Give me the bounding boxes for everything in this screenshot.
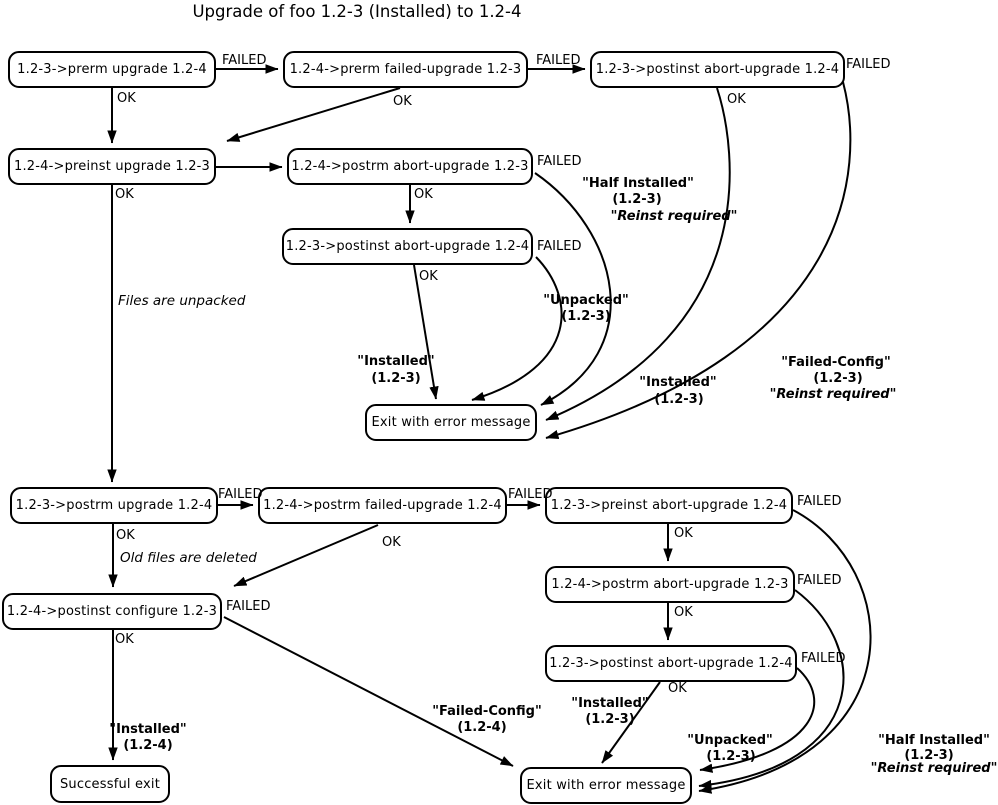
state-failed-config-top: "Failed-Config" — [781, 355, 891, 370]
edge-label-failed: FAILED — [537, 239, 582, 254]
node-preinst-abort-upgrade: 1.2-3->preinst abort-upgrade 1.2-4 — [545, 487, 793, 524]
diagram-title: Upgrade of foo 1.2-3 (Installed) to 1.2-… — [192, 2, 522, 21]
node-exit-error-bottom: Exit with error message — [520, 767, 692, 804]
edge-label-ok: OK — [116, 528, 135, 543]
edge-label-failed: FAILED — [797, 573, 842, 588]
edge-label-failed: FAILED — [218, 487, 263, 502]
state-installed-mid: "Installed" — [357, 354, 435, 369]
edge-label-ok: OK — [117, 91, 136, 106]
node-prerm-upgrade: 1.2-3->prerm upgrade 1.2-4 — [8, 51, 216, 88]
state-installed-new: "Installed" — [109, 722, 187, 737]
node-exit-error-top: Exit with error message — [365, 404, 537, 441]
edge-label-ok: OK — [382, 535, 401, 550]
state-failed-config-top-version: (1.2-3) — [813, 371, 863, 386]
edge-label-ok: OK — [674, 605, 693, 620]
node-postrm-upgrade: 1.2-3->postrm upgrade 1.2-4 — [10, 487, 218, 524]
note-files-unpacked: Files are unpacked — [118, 293, 246, 309]
state-unpacked-top: "Unpacked" — [543, 293, 629, 308]
edge-label-failed: FAILED — [536, 53, 581, 68]
node-postinst-abort-upgrade-bottom: 1.2-3->postinst abort-upgrade 1.2-4 — [545, 645, 797, 682]
note-old-files-deleted: Old files are deleted — [120, 550, 257, 566]
edge-label-ok: OK — [115, 632, 134, 647]
state-unpacked-top-version: (1.2-3) — [561, 309, 611, 324]
node-successful-exit: Successful exit — [50, 765, 170, 803]
state-half-installed-top-version: (1.2-3) — [612, 192, 662, 207]
state-half-installed-bottom-version: (1.2-3) — [904, 748, 954, 763]
node-postrm-failed-upgrade: 1.2-4->postrm failed-upgrade 1.2-4 — [258, 487, 507, 524]
state-installed-top-curve: "Installed" — [639, 375, 717, 390]
state-unpacked-bottom: "Unpacked" — [687, 733, 773, 748]
state-installed-top-curve-version: (1.2-3) — [654, 392, 704, 407]
edge-label-failed: FAILED — [222, 53, 267, 68]
state-failed-config-top-reinst: "Reinst required" — [769, 387, 897, 402]
state-failed-config-bottom-version: (1.2-4) — [457, 720, 507, 735]
state-installed-mid-version: (1.2-3) — [371, 371, 421, 386]
edge-label-ok: OK — [727, 92, 746, 107]
edge-label-ok: OK — [674, 526, 693, 541]
node-postrm-abort-upgrade-bottom: 1.2-4->postrm abort-upgrade 1.2-3 — [545, 566, 795, 603]
state-failed-config-bottom: "Failed-Config" — [432, 704, 542, 719]
edge-label-ok: OK — [393, 94, 412, 109]
edge-label-ok: OK — [414, 187, 433, 202]
state-half-installed-top-reinst: "Reinst required" — [610, 209, 738, 224]
edge-label-failed: FAILED — [226, 599, 271, 614]
node-prerm-failed-upgrade: 1.2-4->prerm failed-upgrade 1.2-3 — [283, 51, 528, 88]
state-unpacked-bottom-version: (1.2-3) — [706, 749, 756, 764]
node-preinst-upgrade: 1.2-4->preinst upgrade 1.2-3 — [8, 148, 216, 185]
node-postinst-configure: 1.2-4->postinst configure 1.2-3 — [2, 593, 222, 630]
state-installed-bottom-version: (1.2-3) — [585, 712, 635, 727]
state-half-installed-bottom-reinst: "Reinst required" — [870, 761, 998, 776]
edge-label-ok: OK — [668, 681, 687, 696]
node-postinst-abort-upgrade-top: 1.2-3->postinst abort-upgrade 1.2-4 — [590, 51, 845, 88]
edge-label-ok: OK — [115, 187, 134, 202]
state-installed-bottom: "Installed" — [571, 696, 649, 711]
edge-label-failed: FAILED — [797, 494, 842, 509]
edge-paths — [107, 64, 872, 794]
edge-label-failed: FAILED — [508, 487, 553, 502]
edge-label-failed: FAILED — [801, 651, 846, 666]
edge-label-ok: OK — [419, 269, 438, 284]
state-installed-new-version: (1.2-4) — [123, 738, 173, 753]
node-postrm-abort-upgrade-top: 1.2-4->postrm abort-upgrade 1.2-3 — [287, 148, 533, 185]
state-half-installed-top: "Half Installed" — [582, 176, 694, 191]
edge-label-failed: FAILED — [846, 57, 891, 72]
edge-label-failed: FAILED — [537, 154, 582, 169]
node-postinst-abort-upgrade-mid: 1.2-3->postinst abort-upgrade 1.2-4 — [282, 228, 533, 265]
state-half-installed-bottom: "Half Installed" — [878, 733, 990, 748]
